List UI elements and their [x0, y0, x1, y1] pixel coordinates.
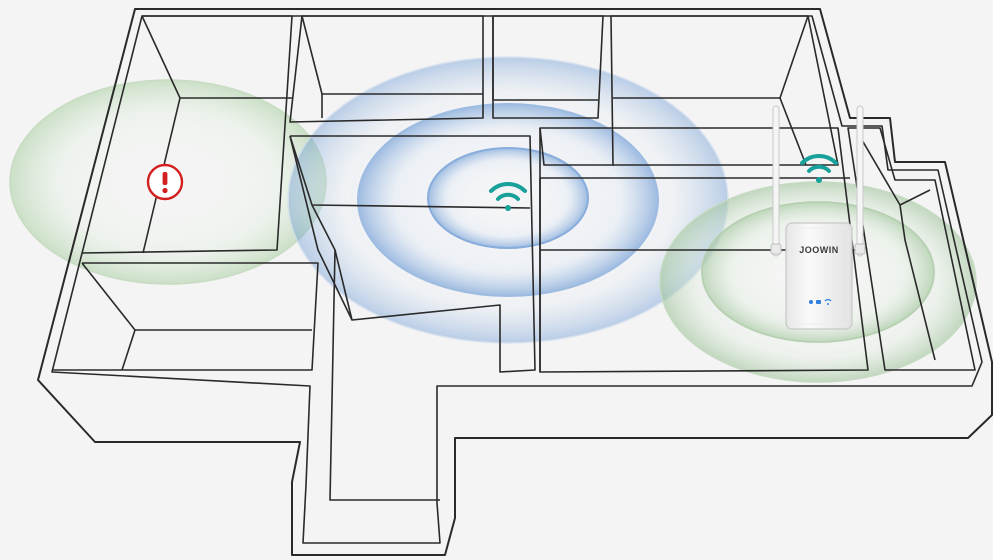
wifi-icon [802, 156, 836, 183]
left-antenna [773, 106, 779, 256]
brand-logo: JOOWIN [799, 245, 839, 255]
right-antenna [857, 106, 863, 256]
warning-icon [148, 165, 182, 199]
repeater-body [786, 223, 852, 329]
